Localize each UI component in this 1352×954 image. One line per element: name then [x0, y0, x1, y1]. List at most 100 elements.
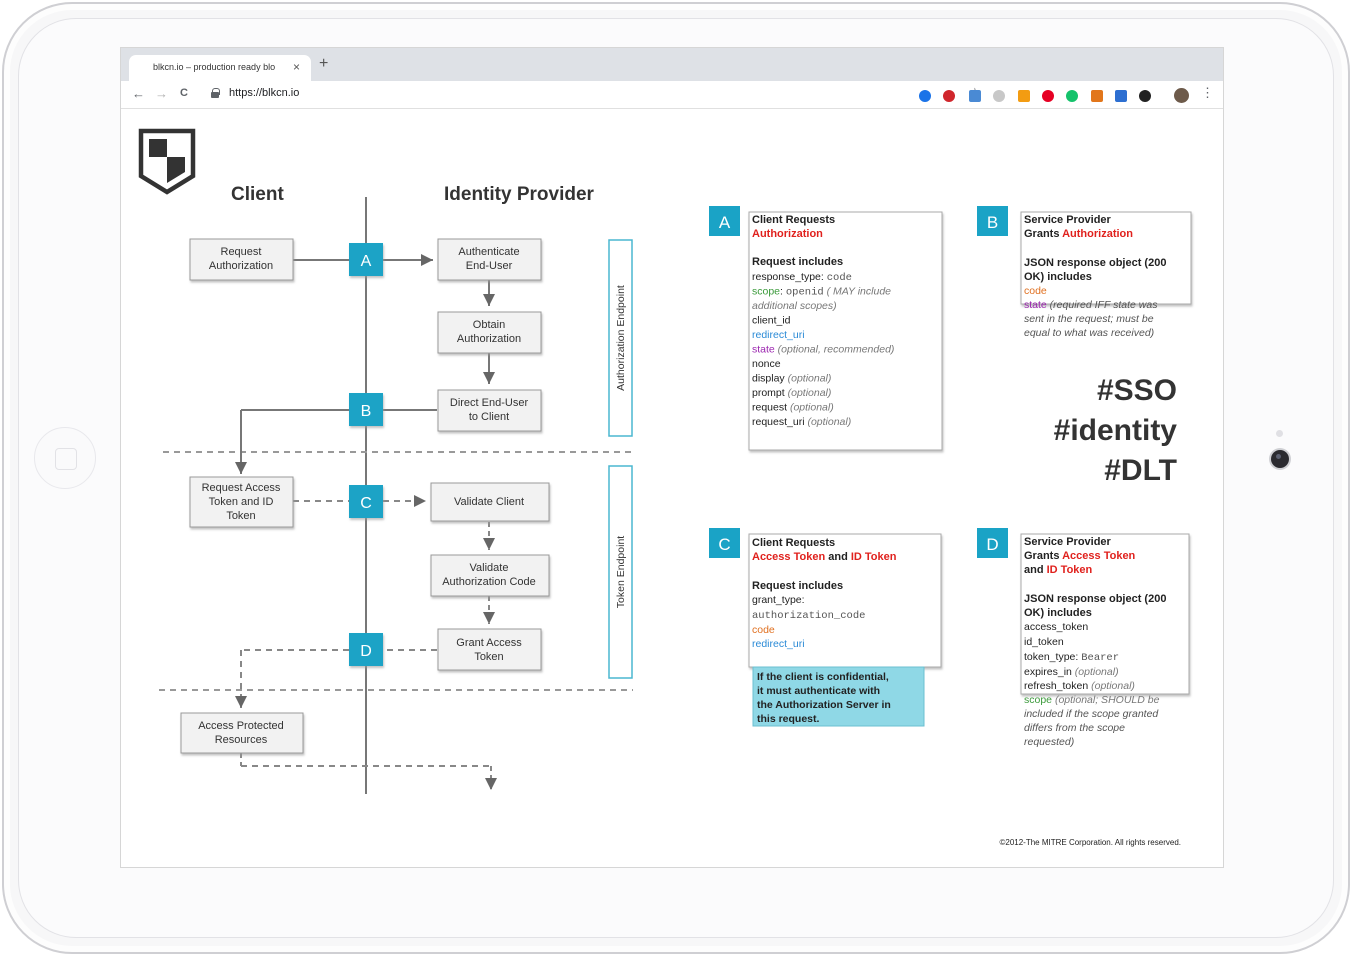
forward-button[interactable]: → — [155, 86, 168, 101]
new-tab-button[interactable]: + — [319, 55, 329, 72]
extension-icon[interactable] — [969, 90, 981, 102]
svg-text:If the client is confidential,: If the client is confidential, — [757, 671, 889, 683]
svg-text:Authorization: Authorization — [457, 333, 521, 345]
svg-text:Grants Access Token: Grants Access Token — [1024, 550, 1136, 562]
request-access-token-box: Request Access Token and ID Token — [189, 476, 294, 528]
svg-text:Validate: Validate — [470, 562, 509, 574]
card-badge: C — [718, 535, 730, 554]
camera — [1271, 450, 1289, 468]
svg-text:requested): requested) — [1024, 736, 1074, 748]
extension-icon[interactable] — [993, 90, 1005, 102]
hashtag: #SSO — [1097, 374, 1177, 407]
url-text: https://blkcn.io — [229, 87, 300, 99]
extension-icon[interactable] — [1115, 90, 1127, 102]
svg-text:A: A — [361, 253, 372, 270]
confidential-client-note — [752, 666, 925, 727]
tab-active[interactable]: blkcn.io – production ready blo × — [129, 55, 311, 81]
card-a-parameter: display (optional) — [752, 373, 831, 385]
step-badge-a: A — [349, 243, 383, 276]
authorization-endpoint-box — [608, 239, 633, 437]
svg-text:Grants Authorization: Grants Authorization — [1024, 228, 1133, 240]
svg-text:Token and ID: Token and ID — [209, 496, 274, 508]
oidc-flow-diagram: Client Identity Provider Authorization E… — [138, 128, 1192, 847]
close-icon[interactable]: × — [293, 60, 301, 74]
grammarly-icon[interactable] — [1066, 90, 1078, 102]
svg-text:OK) includes: OK) includes — [1024, 607, 1092, 619]
hashtag: #identity — [1054, 414, 1178, 447]
card-a-parameter: nonce — [752, 358, 781, 370]
heading-client: Client — [231, 184, 284, 205]
card-badge: B — [987, 213, 998, 232]
request-authorization-box: Request Authorization — [189, 238, 294, 281]
metamask-icon[interactable] — [1091, 90, 1103, 102]
menu-icon[interactable]: ⋮ — [1201, 85, 1214, 100]
svg-text:authorization_code: authorization_code — [752, 610, 865, 622]
svg-text:Request: Request — [221, 246, 262, 258]
card-a-parameter: request_uri (optional) — [752, 416, 851, 428]
card-c: C Client Requests Access Token and ID To… — [709, 528, 942, 727]
svg-text:Validate Client: Validate Client — [454, 496, 524, 508]
browser-toolbar: ← → C https://blkcn.io ☆ ⋮ — [121, 81, 1223, 109]
authenticate-end-user-box: Authenticate End-User — [437, 238, 542, 281]
svg-text:this request.: this request. — [757, 713, 820, 725]
svg-text:the Authorization Server in: the Authorization Server in — [757, 699, 891, 711]
avatar[interactable] — [1174, 88, 1189, 103]
tab-title: blkcn.io – production ready blo — [153, 62, 276, 72]
svg-text:and ID Token: and ID Token — [1024, 564, 1093, 576]
svg-text:Request includes: Request includes — [752, 256, 843, 268]
sensor — [1276, 430, 1283, 437]
step-badge-d: D — [349, 633, 383, 666]
svg-text:to Client: to Client — [469, 411, 509, 423]
svg-text:Service Provider: Service Provider — [1024, 214, 1112, 226]
card-a-parameter: request (optional) — [752, 402, 834, 414]
address-bar[interactable]: https://blkcn.io ☆ — [205, 84, 981, 105]
card-badge: A — [719, 213, 731, 232]
grant-access-token-box: Grant Access Token — [437, 628, 542, 671]
svg-text:JSON response object (200: JSON response object (200 — [1024, 593, 1166, 605]
svg-text:Authorization Code: Authorization Code — [442, 576, 536, 588]
svg-text:refresh_token (optional): refresh_token (optional) — [1024, 680, 1135, 692]
adblock-icon[interactable] — [943, 90, 955, 102]
svg-text:token_type: Bearer: token_type: Bearer — [1024, 651, 1119, 664]
copyright: ©2012-The MITRE Corporation. All rights … — [999, 838, 1181, 847]
step-badge-b: B — [349, 393, 383, 426]
svg-text:Obtain: Obtain — [473, 319, 505, 331]
svg-text:Client Requests: Client Requests — [752, 537, 835, 549]
svg-text:Request Access: Request Access — [202, 482, 281, 494]
back-button[interactable]: ← — [132, 86, 145, 101]
home-button[interactable] — [34, 427, 96, 489]
access-protected-resources-box: Access Protected Resources — [180, 712, 304, 754]
svg-text:state (required IFF state was: state (required IFF state was — [1024, 299, 1158, 311]
svg-text:Token: Token — [226, 510, 255, 522]
browser-window: blkcn.io – production ready blo × + ← → … — [120, 47, 1224, 868]
card-a-parameter: redirect_uri — [752, 329, 805, 341]
extension-icon[interactable] — [919, 90, 931, 102]
validate-authorization-code-box: Validate Authorization Code — [430, 554, 550, 597]
extension-icon[interactable] — [1139, 90, 1151, 102]
svg-text:it must authenticate with: it must authenticate with — [757, 685, 880, 697]
svg-text:equal to what was received): equal to what was received) — [1024, 327, 1154, 339]
direct-end-user-box: Direct End-User to Client — [437, 389, 542, 432]
shield-logo-icon — [138, 128, 196, 195]
svg-text:End-User: End-User — [466, 260, 513, 272]
svg-text:Resources: Resources — [215, 734, 268, 746]
card-badge: D — [986, 535, 998, 554]
token-endpoint-box — [608, 465, 633, 679]
extension-icon[interactable] — [1018, 90, 1030, 102]
svg-text:C: C — [360, 495, 372, 512]
svg-text:grant_type:: grant_type: — [752, 594, 805, 606]
svg-text:access_token: access_token — [1024, 621, 1088, 633]
card-b: B Service Provider Grants Authorization … — [977, 206, 1192, 339]
svg-text:scope (optional; SHOULD be: scope (optional; SHOULD be — [1024, 694, 1160, 706]
pinterest-icon[interactable] — [1042, 90, 1054, 102]
page-content: Client Identity Provider Authorization E… — [121, 110, 1223, 867]
reload-button[interactable]: C — [180, 87, 188, 99]
card-a-parameter: prompt (optional) — [752, 387, 831, 399]
validate-client-box: Validate Client — [430, 482, 550, 522]
tab-bar: blkcn.io – production ready blo × + — [121, 48, 1223, 81]
svg-text:Direct End-User: Direct End-User — [450, 397, 529, 409]
endpoint-label: Authorization Endpoint — [615, 285, 627, 391]
lock-icon — [211, 88, 220, 98]
